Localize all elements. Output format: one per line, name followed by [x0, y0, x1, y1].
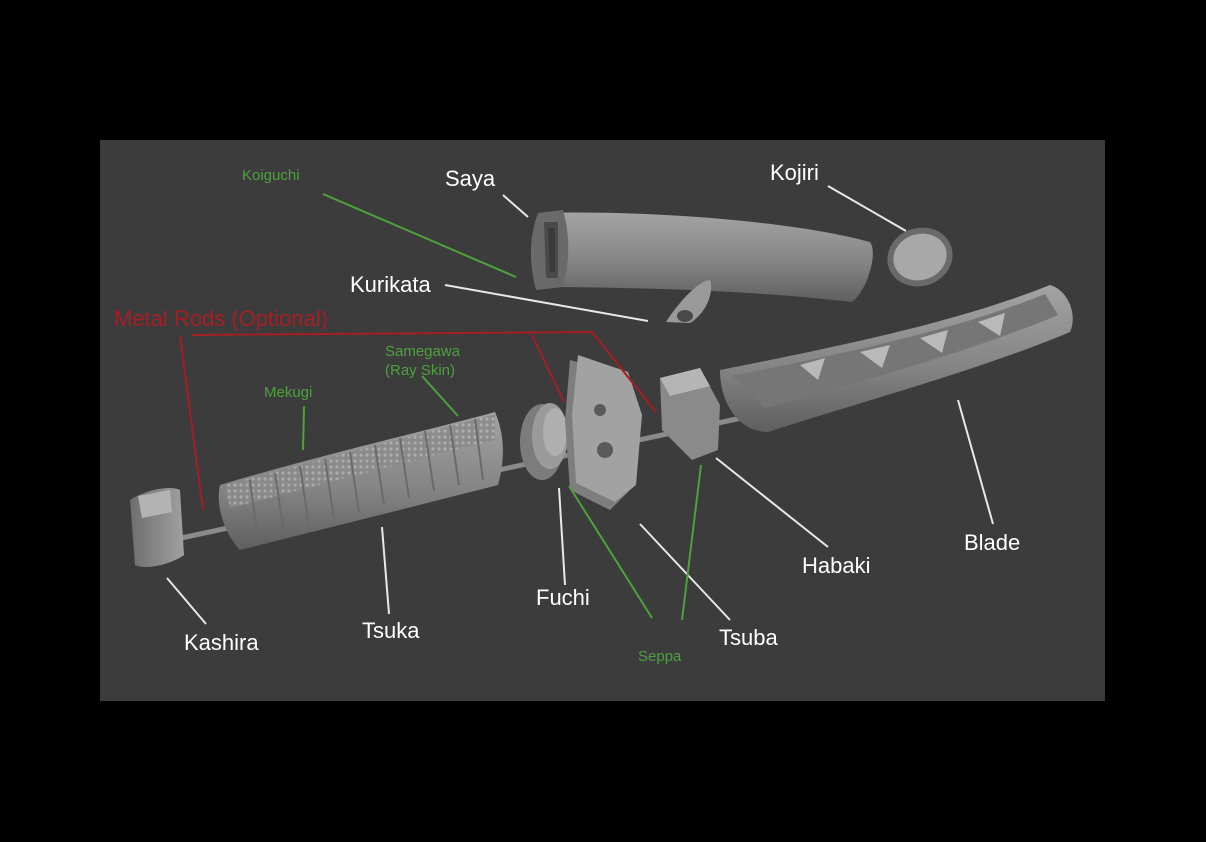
- label-blade: Blade: [964, 530, 1021, 555]
- label-metal-rods: Metal Rods (Optional): [114, 306, 328, 331]
- label-kurikata: Kurikata: [350, 272, 431, 297]
- label-koiguchi: Koiguchi: [242, 167, 300, 184]
- label-tsuka: Tsuka: [362, 618, 420, 643]
- leader-lines-main: [166, 185, 994, 625]
- fuchi-part: [520, 403, 568, 480]
- tsuba-part: [565, 355, 642, 510]
- label-tsuba: Tsuba: [719, 625, 778, 650]
- label-seppa: Seppa: [638, 648, 682, 665]
- label-fuchi: Fuchi: [536, 585, 590, 610]
- label-saya: Saya: [445, 166, 496, 191]
- diagram-stage: Saya Kojiri Koiguchi Kurikata Metal Rods…: [100, 140, 1105, 701]
- leader-lines-sub: [302, 193, 702, 621]
- label-habaki: Habaki: [802, 553, 871, 578]
- label-samegawa-line1: Samegawa: [385, 343, 461, 360]
- label-samegawa: Samegawa (Ray Skin): [385, 342, 460, 380]
- label-kashira: Kashira: [184, 630, 259, 655]
- label-samegawa-line2: (Ray Skin): [385, 362, 456, 379]
- saya-part: [530, 210, 873, 302]
- tsuka-part: [218, 412, 503, 550]
- label-mekugi: Mekugi: [264, 384, 313, 401]
- label-kojiri: Kojiri: [770, 160, 819, 185]
- habaki-part: [660, 368, 720, 460]
- kurikata-part: [666, 280, 712, 323]
- katana-exploded-view: [130, 185, 1073, 625]
- blade-part: [720, 285, 1073, 432]
- leader-lines-optional: [179, 330, 657, 511]
- kashira-part: [130, 488, 184, 567]
